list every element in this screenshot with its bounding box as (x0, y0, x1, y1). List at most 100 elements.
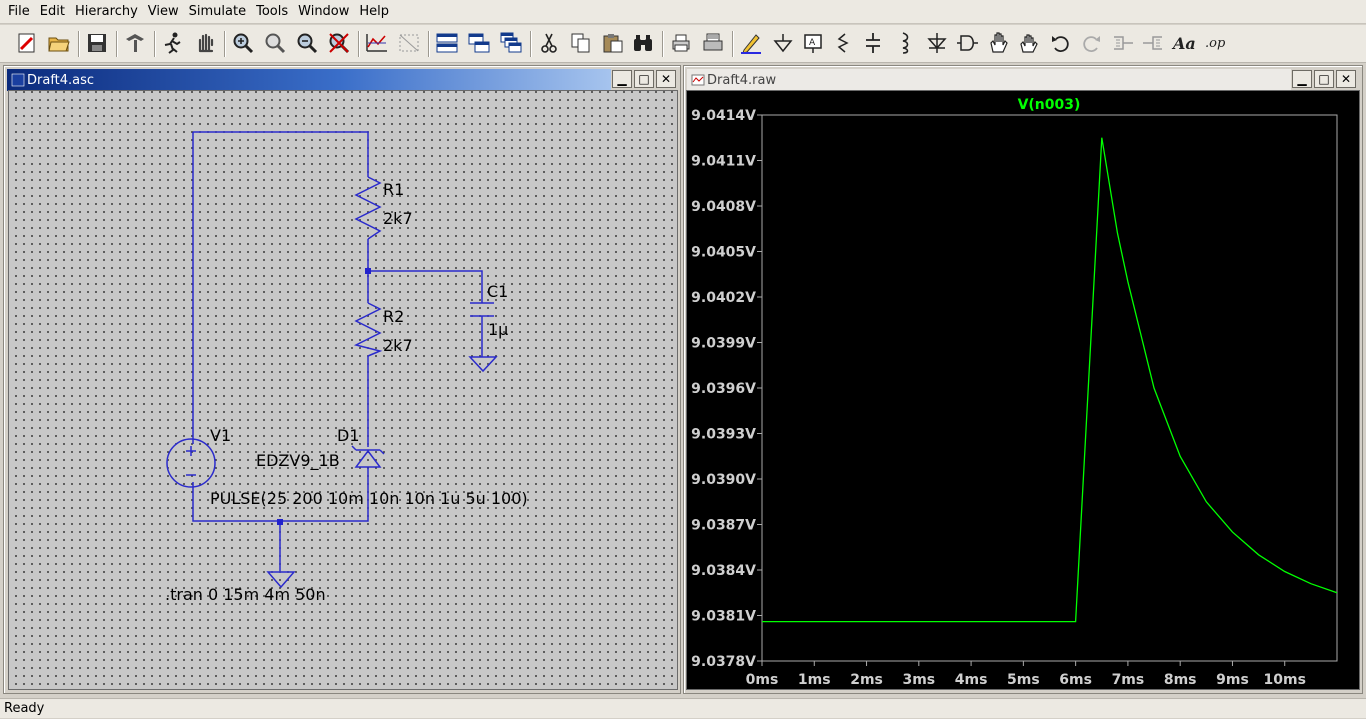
zoom-cancel-icon[interactable] (324, 28, 354, 58)
maximize-button[interactable]: □ (1314, 70, 1334, 88)
svg-text:.op: .op (1205, 36, 1226, 51)
ground-icon[interactable] (768, 28, 798, 58)
y-tick-label: 9.0387V (691, 518, 756, 534)
y-tick-label: 9.0402V (691, 290, 756, 306)
run-icon[interactable] (158, 28, 188, 58)
autoscale-icon[interactable] (362, 28, 392, 58)
d1-value[interactable]: EDZV9_1B (256, 451, 340, 471)
svg-text:A: A (809, 38, 816, 48)
v1-name[interactable]: V1 (210, 426, 231, 445)
diode-icon[interactable] (922, 28, 952, 58)
text-icon[interactable]: Aa (1170, 28, 1200, 58)
toolbar: A Aa .op (0, 25, 1366, 63)
spice-directive[interactable]: .tran 0 15m 4m 50n (165, 585, 326, 604)
mirror-icon[interactable] (1138, 28, 1168, 58)
y-tick-label: 9.0378V (691, 654, 756, 670)
menu-file[interactable]: File (8, 3, 30, 19)
x-tick-label: 9ms (1216, 672, 1249, 688)
move-icon[interactable] (984, 28, 1014, 58)
zoom-full-icon[interactable] (260, 28, 290, 58)
undo-icon[interactable] (1046, 28, 1076, 58)
junction-dot (277, 519, 283, 525)
c1-name[interactable]: C1 (487, 282, 508, 301)
rotate-icon[interactable] (1108, 28, 1138, 58)
x-tick-label: 10ms (1264, 672, 1306, 688)
r2-value[interactable]: 2k7 (383, 336, 413, 355)
halt-icon[interactable] (190, 28, 220, 58)
find-icon[interactable] (628, 28, 658, 58)
x-tick-label: 8ms (1164, 672, 1197, 688)
tile-icon[interactable] (394, 28, 424, 58)
y-tick-label: 9.0390V (691, 472, 756, 488)
y-tick-label: 9.0384V (691, 563, 756, 579)
schematic-canvas[interactable]: R1 2k7 R2 2k7 C1 1µ V1 D1 EDZV9_1B PULSE… (8, 90, 678, 690)
minimize-button[interactable]: ▁ (612, 70, 632, 88)
waveform-chart: V(n003) 9.0414V9.0411V9.0408V9.0405V9.04… (691, 97, 1338, 688)
x-tick-label: 5ms (1007, 672, 1040, 688)
plot-titlebar[interactable]: Draft4.raw (687, 69, 1291, 91)
tile-horizontal-icon[interactable] (432, 28, 462, 58)
cascade-icon[interactable] (496, 28, 526, 58)
close-button[interactable]: ✕ (1336, 70, 1356, 88)
capacitor-icon[interactable] (858, 28, 888, 58)
label-net-icon[interactable]: A (798, 28, 828, 58)
schematic-window-controls: ▁ □ ✕ (612, 70, 676, 88)
tile-vertical-icon[interactable] (464, 28, 494, 58)
paste-icon[interactable] (598, 28, 628, 58)
svg-text:Aa: Aa (1171, 34, 1196, 53)
trace-v-n003[interactable] (762, 137, 1338, 623)
save-icon[interactable] (82, 28, 112, 58)
d1-name[interactable]: D1 (337, 426, 360, 445)
y-tick-label: 9.0399V (691, 336, 756, 352)
menu-edit[interactable]: Edit (39, 3, 65, 19)
inductor-icon[interactable] (890, 28, 920, 58)
r2-name[interactable]: R2 (383, 307, 404, 326)
print-preview-icon[interactable] (666, 28, 696, 58)
zoom-out-icon[interactable] (292, 28, 322, 58)
cut-icon[interactable] (534, 28, 564, 58)
x-tick-label: 2ms (850, 672, 883, 688)
control-panel-icon[interactable] (120, 28, 150, 58)
minimize-button[interactable]: ▁ (1292, 70, 1312, 88)
plot-title: Draft4.raw (707, 72, 777, 88)
y-tick-label: 9.0411V (691, 154, 756, 170)
spice-directive-icon[interactable]: .op (1202, 28, 1232, 58)
x-tick-label: 7ms (1112, 672, 1145, 688)
y-tick-label: 9.0393V (691, 427, 756, 443)
new-schematic-icon[interactable] (12, 28, 42, 58)
drag-icon[interactable] (1014, 28, 1044, 58)
status-text: Ready (4, 701, 45, 716)
open-icon[interactable] (44, 28, 74, 58)
schematic-titlebar[interactable]: Draft4.asc (7, 69, 611, 91)
menu-simulate[interactable]: Simulate (188, 3, 247, 19)
v1-source-value[interactable]: PULSE(25 200 10m 10n 10n 1u 5u 100) (210, 489, 528, 508)
menu-window[interactable]: Window (298, 3, 350, 19)
junction-dot (365, 268, 371, 274)
plot-frame (761, 114, 1338, 662)
draw-wire-icon[interactable] (736, 28, 766, 58)
menu-tools[interactable]: Tools (256, 3, 289, 19)
copy-icon[interactable] (566, 28, 596, 58)
r1-value[interactable]: 2k7 (383, 209, 413, 228)
zoom-in-icon[interactable] (228, 28, 258, 58)
schematic-doc-icon (11, 73, 25, 87)
component-icon[interactable] (952, 28, 982, 58)
redo-icon[interactable] (1076, 28, 1106, 58)
y-tick-label: 9.0381V (691, 609, 756, 625)
print-icon[interactable] (698, 28, 728, 58)
schematic-title: Draft4.asc (27, 72, 95, 88)
x-tick-label: 4ms (955, 672, 988, 688)
c1-value[interactable]: 1µ (488, 320, 508, 339)
status-bar: Ready (0, 698, 1366, 718)
maximize-button[interactable]: □ (634, 70, 654, 88)
menu-hierarchy[interactable]: Hierarchy (74, 3, 138, 19)
close-button[interactable]: ✕ (656, 70, 676, 88)
menu-help[interactable]: Help (359, 3, 390, 19)
plot-window-controls: ▁ □ ✕ (1292, 70, 1356, 88)
y-tick-label: 9.0405V (691, 245, 756, 261)
r1-name[interactable]: R1 (383, 180, 404, 199)
trace-label[interactable]: V(n003) (1018, 97, 1081, 113)
resistor-icon[interactable] (828, 28, 858, 58)
menu-view[interactable]: View (147, 3, 179, 19)
